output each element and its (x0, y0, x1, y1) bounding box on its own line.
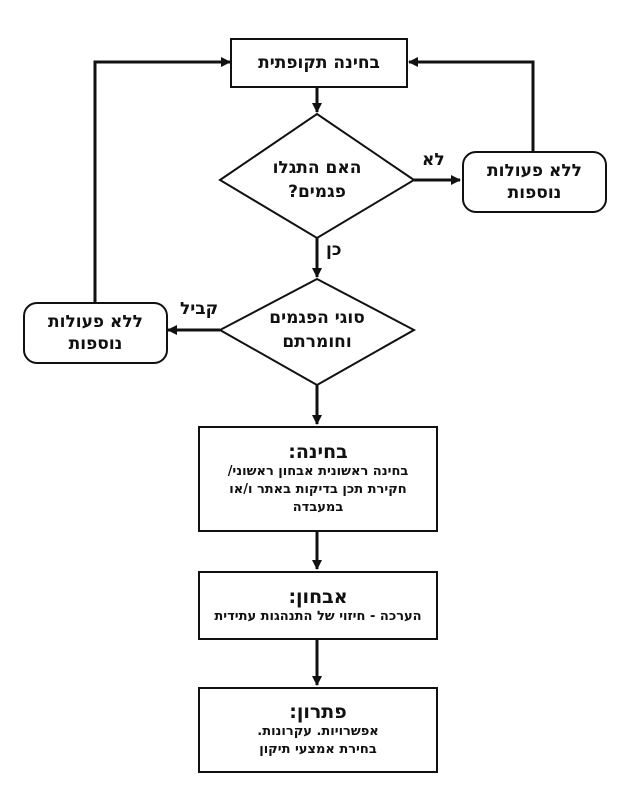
edge-label-no: לא (422, 150, 445, 170)
decision-defects-found: האם התגלו פגמים? (240, 156, 394, 204)
arrow-right-loop (408, 57, 535, 151)
decision-defects-found-line1: האם התגלו (272, 158, 362, 178)
no-further-action-left: ללא פעולות נוספות (23, 302, 168, 364)
no-action-right-line2: נוספות (507, 183, 562, 203)
diagnosis-line1: הערכה - חיזוי של התנהגות עתידית (214, 608, 422, 624)
decision-defect-types: סוגי הפגמים וחומרתם (240, 306, 394, 354)
decision-defects-found-line2: פגמים? (288, 182, 346, 202)
periodic-inspection-box: בחינה תקופתית (230, 38, 408, 88)
periodic-inspection-label: בחינה תקופתית (258, 53, 380, 73)
decision-defect-types-line1: סוגי הפגמים (269, 308, 365, 328)
examination-title: בחינה: (288, 441, 348, 463)
examination-line1: בחינה ראשונית אבחון ראשוני/ (227, 464, 409, 479)
diagnosis-title: אבחון: (288, 585, 348, 608)
edge-label-acceptable: קביל (180, 299, 219, 319)
arrow-left-loop (93, 57, 231, 302)
no-further-action-right: ללא פעולות נוספות (462, 151, 607, 213)
examination-box: בחינה: בחינה ראשונית אבחון ראשוני/ חקירת… (198, 426, 438, 532)
examination-line2: חקירת תכן בדיקות באתר ו/או (229, 482, 407, 497)
no-action-left-line2: נוספות (68, 334, 123, 354)
no-action-right-line1: ללא פעולות (487, 161, 582, 181)
edge-label-yes: כן (326, 240, 342, 260)
solution-title: פתרון: (289, 701, 347, 723)
solution-box: פתרון: אפשרויות. עקרונות. בחירת אמצעי תי… (198, 687, 438, 773)
decision-defect-types-line2: וחומרתם (282, 332, 352, 352)
solution-line2: בחירת אמצעי תיקון (259, 742, 377, 757)
no-action-left-line1: ללא פעולות (48, 312, 143, 332)
diagnosis-box: אבחון: הערכה - חיזוי של התנהגות עתידית (198, 571, 438, 640)
examination-line3: במעבדה (292, 500, 344, 515)
solution-line1: אפשרויות. עקרונות. (257, 724, 379, 739)
